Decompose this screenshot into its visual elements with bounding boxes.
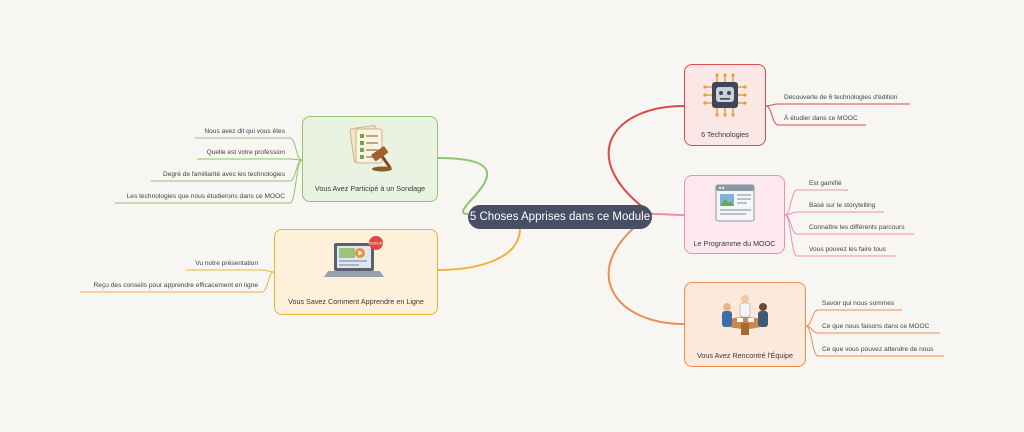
laptop-video-icon: DISPLAY [324,235,388,291]
prog-leaf-4[interactable]: Vous pouvez les faire tous [809,246,886,253]
prog-leaf-1[interactable]: Est gamifié [809,180,842,187]
web-page-icon [713,183,757,225]
survey-leaf-2[interactable]: Quelle est votre profession [206,149,285,156]
connector-team [607,213,685,325]
team-leaf-lines [805,309,944,357]
connector-tech [607,105,685,215]
tech-leaf-1[interactable]: Découverte de 6 technologies d'édition [784,94,898,101]
team-meeting-icon [715,291,775,339]
survey-gavel-icon [342,123,398,175]
central-topic[interactable]: 5 Choses Apprises dans ce Module [468,205,652,229]
prog-leaf-3[interactable]: Connaître les différents parcours [809,224,905,231]
learn-leaf-lines [80,269,275,293]
robot-chip-icon [702,73,748,119]
survey-label: Vous Avez Participé à un Sondage [314,184,426,193]
tech-leaf-2[interactable]: À étudier dans ce MOOC [784,115,858,122]
team-label: Vous Avez Rencontré l'Équipe [697,351,793,360]
learn-leaf-2[interactable]: Reçu des conseils pour apprendre efficac… [93,282,258,289]
survey-leaf-4[interactable]: Les technologies que nous étudierons dan… [126,193,285,200]
prog-leaf-2[interactable]: Basé sur le storytelling [809,202,876,209]
survey-leaf-lines [115,137,303,204]
connector-survey [437,157,489,215]
team-leaf-3[interactable]: Ce que vous pouvez attendre de nous [822,346,934,353]
branch-programme[interactable]: Le Programme du MOOC [684,175,785,254]
prog-leaf-lines [784,189,914,257]
branch-survey[interactable]: Vous Avez Participé à un Sondage [302,116,438,202]
learn-label: Vous Savez Comment Apprendre en Ligne [288,297,424,306]
tech-leaf-lines [765,103,910,126]
display-badge: DISPLAY [369,242,385,246]
connector-learn [437,227,521,271]
branch-learn-online[interactable]: DISPLAY Vous Savez Comment Apprendre en … [274,229,438,315]
team-leaf-1[interactable]: Savoir qui nous sommes [822,300,895,307]
survey-leaf-3[interactable]: Degré de familiarité avec les technologi… [162,171,285,178]
team-leaf-2[interactable]: Ce que nous faisons dans ce MOOC [822,323,930,330]
survey-leaf-1[interactable]: Nous avez dit qui vous êtes [204,128,285,135]
branch-technologies[interactable]: 6 Technologies [684,64,766,146]
tech-label: 6 Technologies [701,130,749,139]
learn-leaf-1[interactable]: Vu notre présentation [195,260,258,267]
programme-label: Le Programme du MOOC [693,239,776,248]
connector-prog [651,213,685,216]
branch-team[interactable]: Vous Avez Rencontré l'Équipe [684,282,806,367]
